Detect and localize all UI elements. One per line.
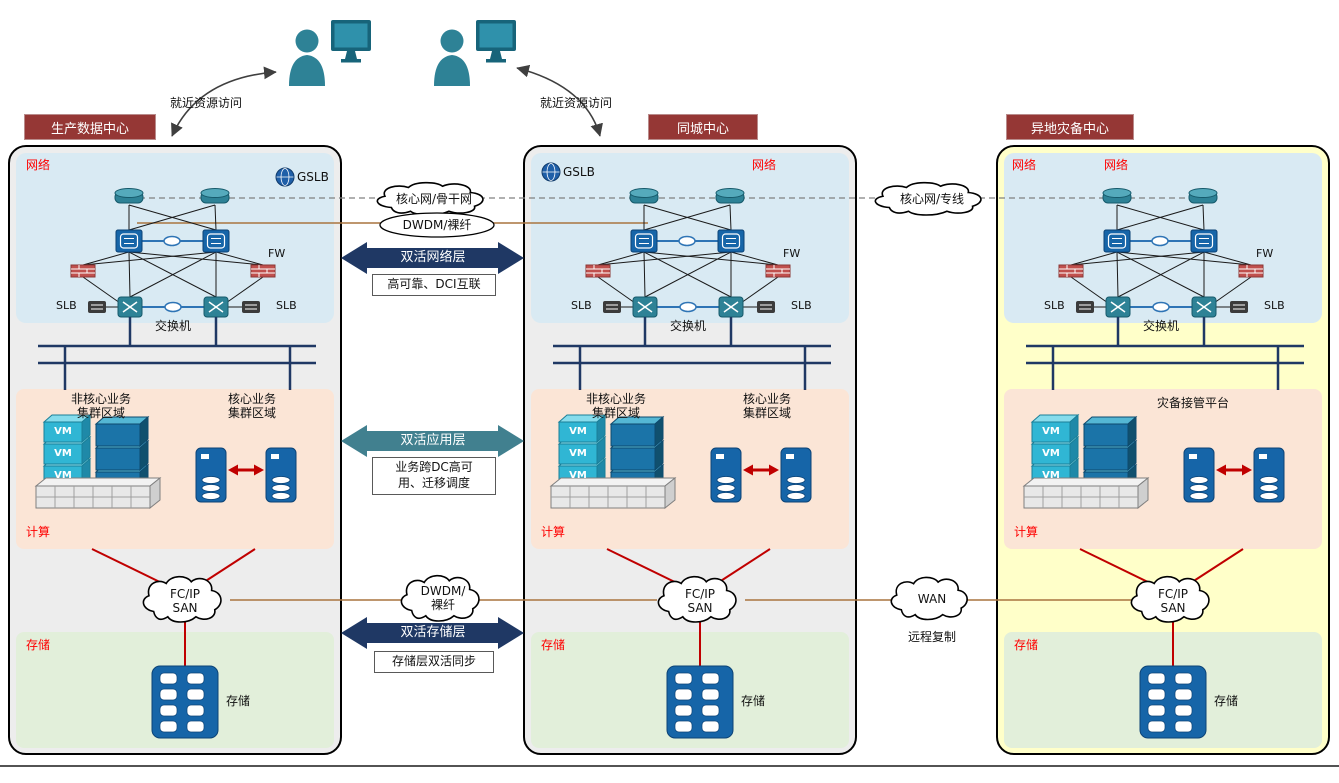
dwdm-fiber2-label: DWDM/ 裸纤 (420, 584, 466, 613)
dual-active-network-note: 高可靠、DCI互联 (372, 274, 496, 296)
network-layer-label: 网络 (752, 158, 777, 172)
gslb-globe-icon (541, 162, 561, 182)
storage-layer-label: 存储 (26, 638, 51, 652)
dual-active-storage-label: 双活存储层 (400, 625, 466, 640)
gslb-label: GSLB (563, 165, 595, 179)
dual-active-network-arrow (341, 242, 524, 274)
dual-active-storage-note: 存储层双活同步 (374, 651, 494, 673)
core-cluster-label: 核心业务 集群区域 (742, 392, 791, 421)
slb-label-left: SLB (571, 299, 592, 312)
network-layer-label-2: 网络 (1104, 158, 1129, 172)
dual-active-network-label: 双活网络层 (400, 250, 466, 265)
compute-layer-label: 计算 (541, 525, 566, 539)
fw-label: FW (268, 247, 286, 260)
noncore-cluster-label: 非核心业务 集群区域 (70, 392, 131, 421)
vm-label: VM (54, 470, 72, 481)
storage-layer-label: 存储 (1014, 638, 1039, 652)
user-icon (434, 29, 470, 86)
dr-center-title: 异地灾备中心 (1006, 114, 1134, 140)
slb-label-right: SLB (791, 299, 812, 312)
core-backbone-label: 核心网/骨干网 (395, 192, 473, 206)
vm-label: VM (569, 448, 587, 459)
storage-layer-label: 存储 (541, 638, 566, 652)
san-label: FC/IP SAN (169, 587, 201, 616)
dwdm-ellipse (379, 212, 495, 238)
access-label-left: 就近资源访问 (169, 96, 242, 110)
metro-center-graphics (551, 189, 831, 739)
gslb-label: GSLB (297, 170, 329, 184)
switch-label: 交换机 (1142, 319, 1179, 333)
monitor-icon (476, 20, 516, 63)
compute-layer-label: 计算 (26, 525, 51, 539)
core-private-label: 核心网/专线 (899, 192, 965, 206)
vm-label: VM (1042, 470, 1060, 481)
compute-layer-label: 计算 (1014, 525, 1039, 539)
dual-active-app-label: 双活应用层 (400, 433, 466, 448)
monitor-icon (331, 20, 371, 63)
metro-center-title: 同城中心 (648, 114, 758, 140)
network-layer-label: 网络 (26, 158, 51, 172)
vm-label: VM (569, 470, 587, 481)
storage-device-label: 存储 (226, 694, 251, 708)
slb-label-left: SLB (56, 299, 77, 312)
remote-copy-label: 远程复制 (907, 630, 956, 644)
switch-label: 交换机 (669, 319, 706, 333)
slb-label-right: SLB (276, 299, 297, 312)
fw-label: FW (783, 247, 801, 260)
dwdm-fiber-label: DWDM/裸纤 (402, 218, 472, 232)
vm-label: VM (1042, 448, 1060, 459)
production-center-title: 生产数据中心 (24, 114, 156, 140)
san-label: FC/IP SAN (684, 587, 716, 616)
user-icon (289, 29, 325, 86)
dual-active-app-note: 业务跨DC高可 用、迁移调度 (372, 457, 496, 495)
production-center-graphics (36, 189, 316, 739)
access-arrow-left (171, 66, 277, 137)
network-layer-label: 网络 (1012, 158, 1037, 172)
slb-label-left: SLB (1044, 299, 1065, 312)
access-label-right: 就近资源访问 (539, 96, 612, 110)
vm-label: VM (54, 448, 72, 459)
vm-label: VM (569, 426, 587, 437)
access-arrow-right (516, 64, 603, 137)
vm-label: VM (1042, 426, 1060, 437)
noncore-cluster-label: 非核心业务 集群区域 (585, 392, 646, 421)
vm-label: VM (54, 426, 72, 437)
storage-device-label: 存储 (741, 694, 766, 708)
wan-label: WAN (917, 592, 947, 606)
gslb-globe-icon (275, 167, 295, 187)
dr-center-graphics (1024, 189, 1304, 739)
slb-label-right: SLB (1264, 299, 1285, 312)
storage-device-label: 存储 (1214, 694, 1239, 708)
san-label: FC/IP SAN (1157, 587, 1189, 616)
dr-platform-label: 灾备接管平台 (1156, 396, 1229, 410)
fw-label: FW (1256, 247, 1274, 260)
switch-label: 交换机 (154, 319, 191, 333)
dual-active-storage-arrow (341, 617, 524, 649)
dual-active-app-arrow (341, 425, 524, 457)
core-cluster-label: 核心业务 集群区域 (227, 392, 276, 421)
